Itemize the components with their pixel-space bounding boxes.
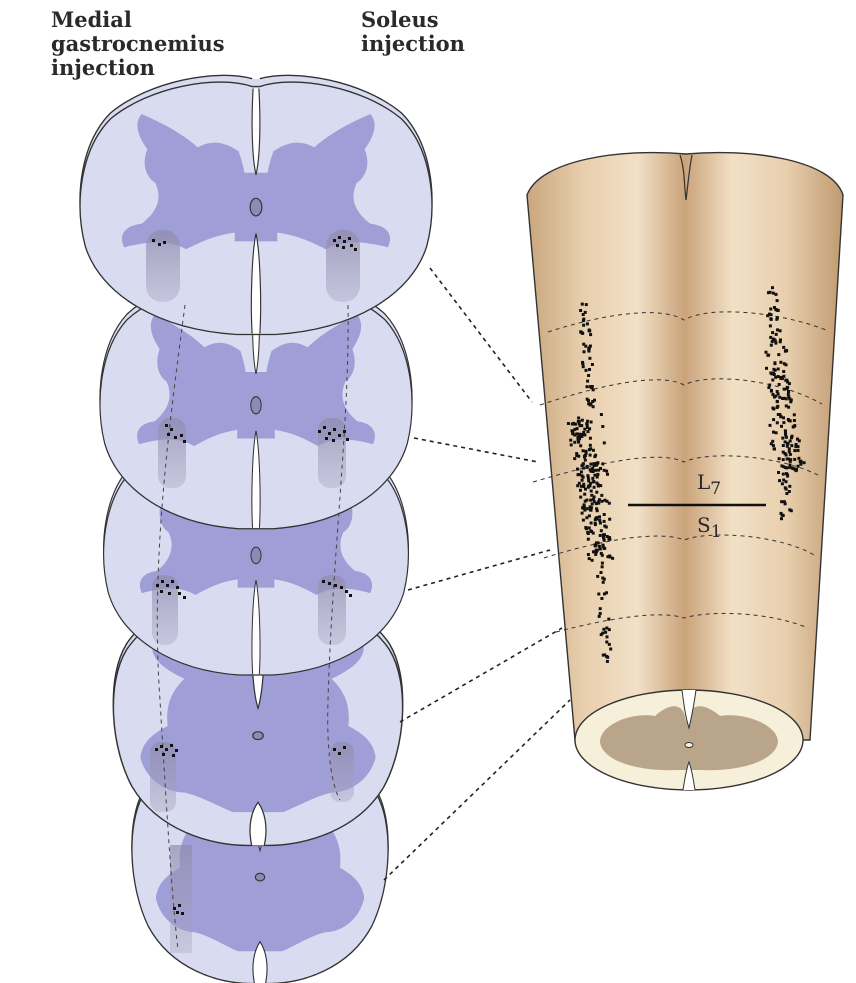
labeled-neurons-sections <box>152 236 357 915</box>
cross-section-1 <box>79 74 433 336</box>
mg-column-guide <box>156 304 186 951</box>
soleus-label-line-2: injection <box>361 31 465 56</box>
cut-end-grey-matter <box>600 706 778 771</box>
mg-label-line-3: injection <box>51 55 155 80</box>
mg-label-line-2: gastrocnemius <box>51 31 225 56</box>
medial-gastrocnemius-label: Medial gastrocnemius injection <box>51 8 225 80</box>
segment-label-l7: L7 <box>697 470 721 499</box>
motor-pool-left-5 <box>170 845 192 953</box>
labeled-neurons-dorsal <box>566 286 806 663</box>
motor-pool-left-2 <box>158 418 186 488</box>
motor-pool-right-1 <box>326 230 360 302</box>
segment-label-s1: S1 <box>697 513 722 542</box>
motor-pool-right-4 <box>330 742 354 802</box>
motor-pool-right-2 <box>318 418 346 488</box>
section-connector-lines <box>383 267 571 881</box>
motor-pool-left-4 <box>150 742 176 812</box>
soleus-label: Soleus injection <box>361 8 465 56</box>
soleus-column-guide <box>327 304 349 801</box>
mg-label-line-1: Medial <box>51 7 132 32</box>
soleus-label-line-1: Soleus <box>361 7 439 32</box>
motor-pool-left-3 <box>152 575 178 645</box>
motor-pool-left-1 <box>146 230 180 302</box>
